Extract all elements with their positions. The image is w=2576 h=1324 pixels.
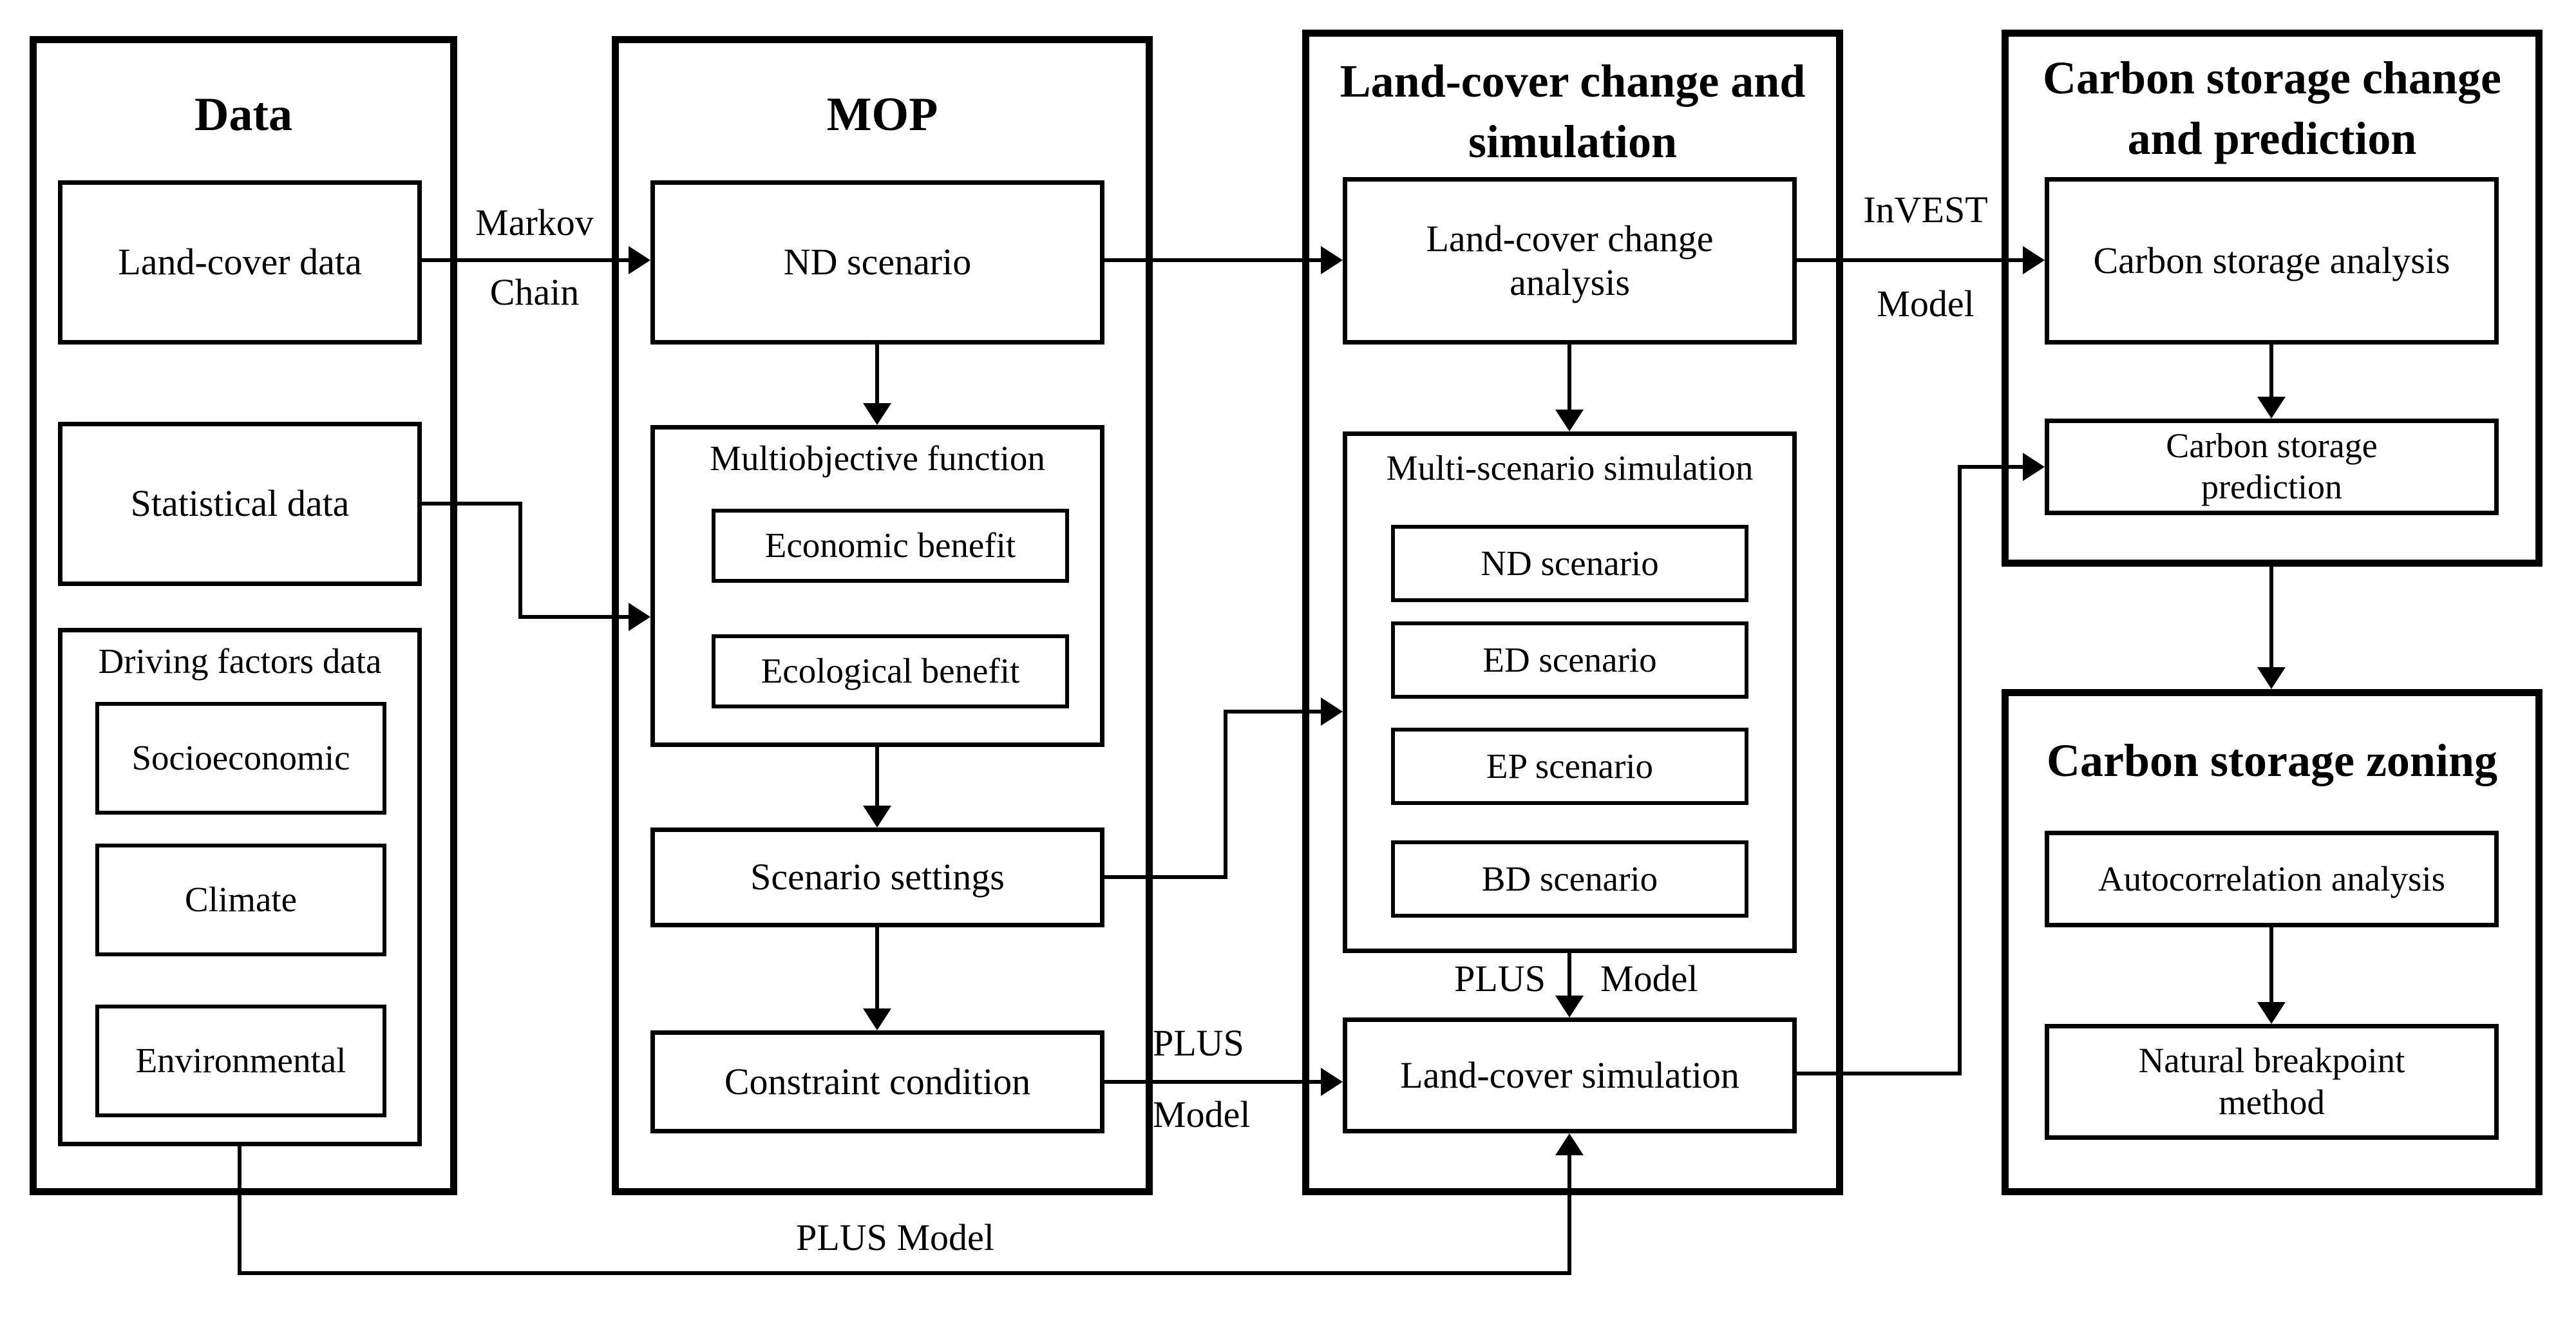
markov-arrowhead-icon <box>629 246 650 274</box>
autocorrelation-down-arrowhead-icon <box>2257 1002 2286 1024</box>
scenario-settings-box: Scenario settings <box>650 828 1104 927</box>
multi-scenario-label: Multi-scenario simulation <box>1386 448 1754 487</box>
statistical-connector-seg3 <box>518 615 629 619</box>
landcover-change-analysis-box: Land-cover change analysis <box>1343 177 1797 345</box>
nd-to-analysis-arrowhead-icon <box>1321 246 1343 274</box>
mop-section-title: MOP <box>826 88 938 141</box>
driving-bottom-connector-seg1 <box>238 1146 242 1275</box>
statistical-arrowhead-icon <box>629 603 650 631</box>
ms-down-connector-line <box>1567 953 1571 996</box>
constraint-condition-box: Constraint condition <box>650 1030 1104 1133</box>
ed-scenario-sim-box: ED scenario <box>1391 621 1748 699</box>
data-section-title: Data <box>194 88 293 141</box>
simulation-right-connector-seg1 <box>1797 1072 1960 1075</box>
statistical-connector-seg1 <box>422 502 522 506</box>
driving-bottom-connector-seg3 <box>1567 1155 1571 1275</box>
settings-down-arrowhead-icon <box>863 1008 891 1030</box>
carbon-storage-analysis-box: Carbon storage analysis <box>2045 177 2499 345</box>
simulation-right-connector-seg2 <box>1958 465 1962 1075</box>
invest-label-line2: Model <box>1877 283 1975 325</box>
markov-label-line2: Chain <box>489 271 580 313</box>
statistical-connector-seg2 <box>518 502 522 619</box>
natural-breakpoint-box: Natural breakpoint method <box>2045 1024 2499 1140</box>
driving-bottom-connector-seg2 <box>238 1271 1571 1275</box>
carbon-down-arrowhead-icon <box>2257 397 2286 419</box>
economic-benefit-box: Economic benefit <box>712 509 1069 583</box>
socioeconomic-box: Socioeconomic <box>95 702 386 815</box>
multiobjective-label: Multiobjective function <box>710 439 1045 478</box>
constraint-connector-line <box>1104 1080 1321 1084</box>
mof-down-arrowhead-icon <box>863 806 891 828</box>
markov-connector-line <box>422 258 629 262</box>
carbon-to-zoning-arrowhead-icon <box>2257 667 2286 689</box>
invest-connector-line <box>1797 258 2023 262</box>
autocorrelation-down-connector-line <box>2269 927 2273 1002</box>
analysis-down-connector-line <box>1567 345 1571 410</box>
carbon-section-title: Carbon storage change and prediction <box>2043 52 2501 164</box>
carbon-to-zoning-connector-line <box>2269 567 2273 667</box>
plus-mid-label-left: PLUS <box>1454 958 1546 999</box>
simulation-right-arrowhead-icon <box>2023 453 2045 481</box>
plus-model-bottom-label: PLUS Model <box>796 1216 994 1258</box>
ep-scenario-sim-box: EP scenario <box>1391 728 1748 805</box>
invest-arrowhead-icon <box>2023 246 2045 274</box>
nd-to-analysis-connector-line <box>1104 258 1321 262</box>
constraint-arrowhead-icon <box>1321 1068 1343 1096</box>
settings-right-connector-seg1 <box>1104 875 1227 879</box>
simulation-right-connector-seg3 <box>1958 465 2023 469</box>
settings-right-connector-seg2 <box>1224 710 1227 879</box>
plus-model-label-line2: Model <box>1153 1093 1251 1135</box>
markov-label-line1: Markov <box>475 202 594 243</box>
analysis-down-arrowhead-icon <box>1555 410 1584 431</box>
land-cover-data-box: Land-cover data <box>58 180 422 345</box>
plus-model-label-line1: PLUS <box>1153 1022 1244 1064</box>
settings-down-connector-line <box>875 927 879 1008</box>
landcover-simulation-box: Land-cover simulation <box>1343 1017 1797 1133</box>
landcover-section-title: Land-cover change and simulation <box>1340 55 1806 167</box>
zoning-section-title: Carbon storage zoning <box>2047 735 2497 786</box>
mof-down-connector-line <box>875 747 879 806</box>
nd-scenario-box: ND scenario <box>650 180 1104 345</box>
settings-right-connector-seg3 <box>1224 710 1321 714</box>
driving-factors-label: Driving factors data <box>98 641 382 681</box>
ms-down-arrowhead-icon <box>1555 996 1584 1017</box>
autocorrelation-analysis-box: Autocorrelation analysis <box>2045 831 2499 927</box>
bd-scenario-sim-box: BD scenario <box>1391 840 1748 918</box>
nd-down-connector-line <box>875 345 879 403</box>
nd-down-arrowhead-icon <box>863 403 891 425</box>
statistical-data-box: Statistical data <box>58 422 422 586</box>
settings-right-arrowhead-icon <box>1321 697 1343 726</box>
carbon-storage-prediction-box: Carbon storage prediction <box>2045 419 2499 515</box>
nd-scenario-sim-box: ND scenario <box>1391 525 1748 602</box>
carbon-down-connector-line <box>2269 345 2273 397</box>
plus-mid-label-right: Model <box>1600 958 1698 999</box>
invest-label-line1: InVEST <box>1863 189 1988 231</box>
ecological-benefit-box: Ecological benefit <box>712 634 1069 708</box>
environmental-box: Environmental <box>95 1005 386 1117</box>
driving-bottom-arrowhead-icon <box>1555 1133 1584 1155</box>
climate-box: Climate <box>95 844 386 956</box>
